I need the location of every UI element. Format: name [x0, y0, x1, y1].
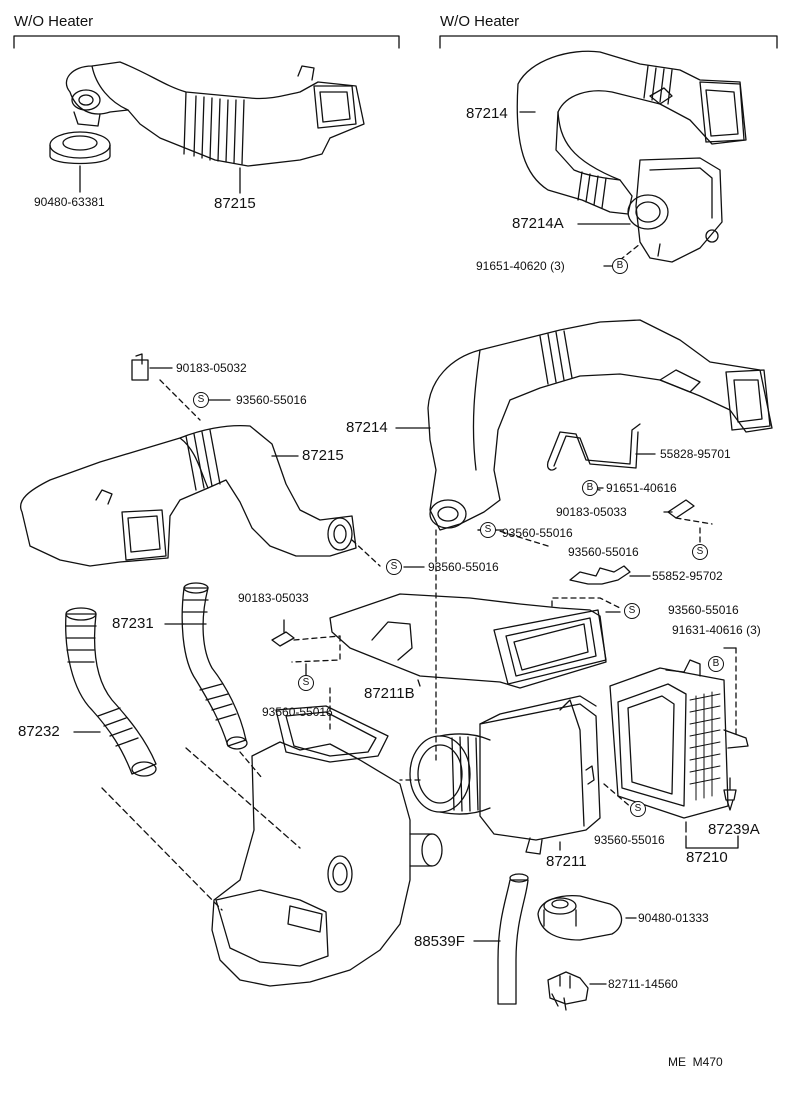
- s-marker-icon: S: [298, 675, 314, 691]
- grommet-90480-01333-drawing: [537, 894, 623, 941]
- case-87211-drawing: [409, 695, 601, 855]
- part-label-93560-55016-d: 93560-55016: [428, 560, 499, 574]
- clip-90183-05033-right-drawing: [667, 499, 695, 519]
- adapter-87214A-drawing: [627, 157, 723, 263]
- part-label-90183-05033-right: 90183-05033: [556, 505, 627, 519]
- part-label-87211: 87211: [546, 853, 587, 870]
- part-label-87215-mid: 87215: [302, 447, 344, 464]
- header-left: W/O Heater: [14, 13, 94, 30]
- part-label-87211B: 87211B: [364, 685, 415, 702]
- header-brackets: [13, 35, 778, 49]
- s-marker-icon: S: [630, 801, 646, 817]
- part-label-55852-95702: 55852-95702: [652, 569, 723, 583]
- part-label-82711-14560: 82711-14560: [608, 977, 678, 991]
- part-label-93560-55016-f: 93560-55016: [262, 705, 333, 719]
- part-label-90183-05033-left: 90183-05033: [238, 591, 309, 605]
- housing-87210-drawing: [609, 659, 749, 819]
- s-marker-icon: S: [624, 603, 640, 619]
- part-label-87214-top: 87214: [466, 105, 508, 122]
- air-cleaner-body-drawing: [211, 705, 443, 987]
- b-marker-icon: B: [582, 480, 598, 496]
- s-marker-icon: S: [480, 522, 496, 538]
- part-label-90480-01333: 90480-01333: [638, 911, 709, 925]
- s-marker-icon: S: [386, 559, 402, 575]
- hose-87232-drawing: [65, 607, 157, 777]
- part-label-87214A: 87214A: [512, 215, 564, 232]
- grommet-90480-63381-drawing: [49, 131, 111, 193]
- duct-87215-top-drawing: [65, 61, 365, 167]
- part-label-90183-05032: 90183-05032: [176, 361, 247, 375]
- part-label-93560-55016-a: 93560-55016: [236, 393, 307, 407]
- header-right: W/O Heater: [440, 13, 520, 30]
- part-label-93560-55016-e: 93560-55016: [668, 603, 739, 617]
- clip-87239A-drawing: [723, 789, 737, 811]
- part-label-91651-40620: 91651-40620 (3): [476, 259, 565, 273]
- part-label-87215-top: 87215: [214, 195, 256, 212]
- part-label-93560-55016-b: 93560-55016: [502, 526, 573, 540]
- part-label-90480-63381: 90480-63381: [34, 195, 105, 209]
- part-label-87214-mid: 87214: [346, 419, 388, 436]
- part-label-88539F: 88539F: [414, 933, 465, 950]
- s-marker-icon: S: [692, 544, 708, 560]
- duct-87214-top-drawing: [516, 50, 747, 215]
- duct-87215-mid-drawing: [20, 424, 357, 567]
- adapter-87211B-drawing: [329, 593, 607, 689]
- b-marker-icon: B: [708, 656, 724, 672]
- hose-87231-drawing: [181, 582, 248, 750]
- part-label-87210: 87210: [686, 849, 728, 866]
- clip-90183-05032-drawing: [131, 353, 149, 381]
- connector-82711-14560-drawing: [547, 971, 589, 1011]
- part-label-93560-55016-c: 93560-55016: [568, 545, 639, 559]
- part-label-87239A: 87239A: [708, 821, 760, 838]
- part-label-91651-40616: 91651-40616: [606, 481, 677, 495]
- b-marker-icon: B: [612, 258, 628, 274]
- s-marker-icon: S: [193, 392, 209, 408]
- duct-87214-mid-drawing: [427, 319, 773, 531]
- bracket-55852-95702-drawing: [569, 565, 631, 585]
- part-label-93560-55016-g: 93560-55016: [594, 833, 665, 847]
- part-label-91631-40616: 91631-40616 (3): [672, 623, 761, 637]
- part-label-87232: 87232: [18, 723, 60, 740]
- diagram-code: ME M470: [668, 1055, 723, 1069]
- part-label-55828-95701: 55828-95701: [660, 447, 731, 461]
- part-label-87231: 87231: [112, 615, 154, 632]
- hose-88539F-drawing: [497, 873, 529, 1005]
- bracket-55828-95701-drawing: [546, 423, 641, 471]
